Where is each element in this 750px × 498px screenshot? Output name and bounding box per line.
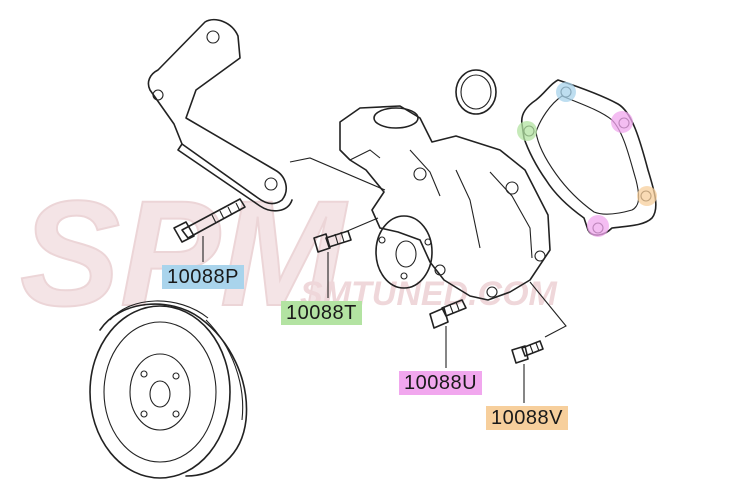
- part-label-10088p[interactable]: 10088P: [162, 265, 244, 289]
- watermark-logo: SPM: [20, 169, 348, 337]
- part-label-10088u[interactable]: 10088U: [399, 371, 483, 395]
- water-pump: [339, 105, 567, 338]
- gasket-hole-u-bottom: [587, 215, 609, 237]
- o-ring: [455, 69, 497, 115]
- bracket: [147, 18, 386, 212]
- bolt-10088u: [429, 299, 467, 368]
- pulley: [89, 300, 248, 479]
- bolt-10088t: [313, 230, 352, 298]
- gasket: [520, 79, 657, 236]
- gasket-hole-highlights: [517, 82, 657, 237]
- part-label-10088t[interactable]: 10088T: [281, 301, 362, 325]
- gasket-hole-t: [517, 121, 537, 141]
- gasket-hole-u-top: [611, 111, 633, 133]
- gasket-hole-v: [637, 186, 657, 206]
- gasket-hole-p: [556, 82, 576, 102]
- part-label-10088v[interactable]: 10088V: [486, 406, 568, 430]
- bolt-10088v: [511, 340, 544, 403]
- bolt-10088p: [173, 198, 246, 262]
- watermark: SPM SMTUNED.COM: [19, 168, 558, 338]
